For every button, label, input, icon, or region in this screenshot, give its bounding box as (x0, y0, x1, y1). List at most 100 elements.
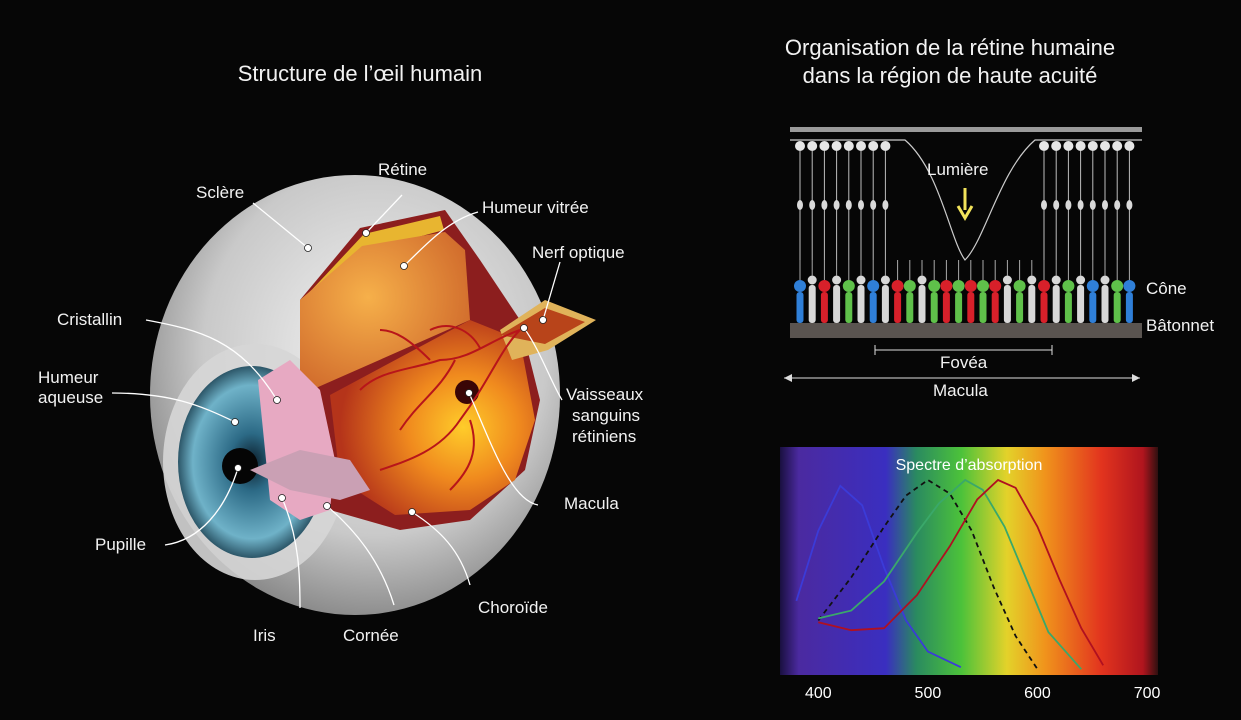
cone-nucleus (953, 280, 965, 292)
label-macula-retina: Macula (933, 381, 988, 401)
label-humeur-aqueuse-2: aqueuse (38, 388, 103, 408)
cone-nucleus (1062, 280, 1074, 292)
ganglion-cell (1112, 141, 1122, 151)
cone-nucleus (904, 280, 916, 292)
cone-cell (1126, 292, 1133, 323)
rod-nucleus (1027, 276, 1036, 285)
bipolar-cell (1126, 200, 1132, 210)
rod-nucleus (1003, 276, 1012, 285)
ganglion-cell (856, 141, 866, 151)
label-vaisseaux-2: sanguins (572, 406, 640, 426)
cone-nucleus (867, 280, 879, 292)
photoreceptor-row (794, 260, 1135, 323)
x-tick-label: 600 (1024, 685, 1051, 700)
cone-cell (906, 292, 913, 323)
rod-nucleus (857, 276, 866, 285)
cone-nucleus (1111, 280, 1123, 292)
absorption-spectrum-chart: 400 500 600 700 Spectre d’absorption (755, 440, 1175, 700)
ganglion-cell (1076, 141, 1086, 151)
label-humeur-aqueuse-1: Humeur (38, 368, 98, 388)
rod-cell (1028, 285, 1035, 323)
label-cristallin: Cristallin (57, 310, 122, 330)
bipolar-cell (858, 200, 864, 210)
ganglion-cell (832, 141, 842, 151)
ganglion-cell (1088, 141, 1098, 151)
bipolar-cell (1041, 200, 1047, 210)
cone-nucleus (940, 280, 952, 292)
cone-cell (1016, 292, 1023, 323)
cone-nucleus (928, 280, 940, 292)
label-pupille: Pupille (95, 535, 146, 555)
cone-cell (1114, 292, 1121, 323)
rod-cell (1102, 285, 1109, 323)
cone-nucleus (794, 280, 806, 292)
bipolar-cell (882, 200, 888, 210)
bipolar-cell (1065, 200, 1071, 210)
ganglion-cell (844, 141, 854, 151)
cone-cell (967, 292, 974, 323)
cone-nucleus (1123, 280, 1135, 292)
ganglion-cell (1039, 141, 1049, 151)
cone-nucleus (1014, 280, 1026, 292)
cone-cell (980, 292, 987, 323)
cone-cell (894, 292, 901, 323)
ganglion-cell (1051, 141, 1061, 151)
ganglion-cell (795, 141, 805, 151)
cone-cell (870, 292, 877, 323)
label-macula-eye: Macula (564, 494, 619, 514)
label-batonnet: Bâtonnet (1146, 316, 1214, 336)
eye-illustration (0, 0, 720, 720)
cone-cell (1089, 292, 1096, 323)
cone-cell (1041, 292, 1048, 323)
cone-cell (821, 292, 828, 323)
label-lumiere: Lumière (927, 160, 988, 180)
rod-nucleus (1052, 276, 1061, 285)
rod-cell (1053, 285, 1060, 323)
label-choroide: Choroïde (478, 598, 548, 618)
bipolar-cell (1053, 200, 1059, 210)
cone-nucleus (892, 280, 904, 292)
label-iris: Iris (253, 626, 276, 646)
cone-cell (1065, 292, 1072, 323)
label-vaisseaux-3: rétiniens (572, 427, 636, 447)
cone-cell (955, 292, 962, 323)
cone-nucleus (1087, 280, 1099, 292)
rod-cell (882, 285, 889, 323)
bipolar-cell (809, 200, 815, 210)
ganglion-cell (1100, 141, 1110, 151)
label-fovea: Fovéa (940, 353, 987, 373)
rod-nucleus (881, 276, 890, 285)
ganglion-cell (880, 141, 890, 151)
cone-nucleus (965, 280, 977, 292)
rod-cell (919, 285, 926, 323)
cone-cell (797, 292, 804, 323)
bipolar-cell (834, 200, 840, 210)
light-arrow (958, 188, 972, 218)
x-tick-label: 500 (915, 685, 942, 700)
label-cone: Cône (1146, 279, 1187, 299)
x-tick-label: 400 (805, 685, 832, 700)
retina-diagram-title-line2: dans la région de haute acuité (740, 62, 1160, 90)
cone-cell (845, 292, 852, 323)
x-tick-label: 700 (1134, 685, 1161, 700)
rod-nucleus (1076, 276, 1085, 285)
bipolar-cell (821, 200, 827, 210)
bipolar-cell (1114, 200, 1120, 210)
rod-nucleus (918, 276, 927, 285)
ganglion-cell (1063, 141, 1073, 151)
chart-title: Spectre d’absorption (896, 457, 1043, 474)
label-cornee: Cornée (343, 626, 399, 646)
rod-cell (858, 285, 865, 323)
bipolar-cell (1078, 200, 1084, 210)
bipolar-cell (797, 200, 803, 210)
label-nerf-optique: Nerf optique (532, 243, 625, 263)
cone-nucleus (977, 280, 989, 292)
cone-nucleus (989, 280, 1001, 292)
rod-cell (1077, 285, 1084, 323)
rod-nucleus (808, 276, 817, 285)
cone-cell (931, 292, 938, 323)
bipolar-cell (1102, 200, 1108, 210)
rod-cell (809, 285, 816, 323)
cone-nucleus (1038, 280, 1050, 292)
